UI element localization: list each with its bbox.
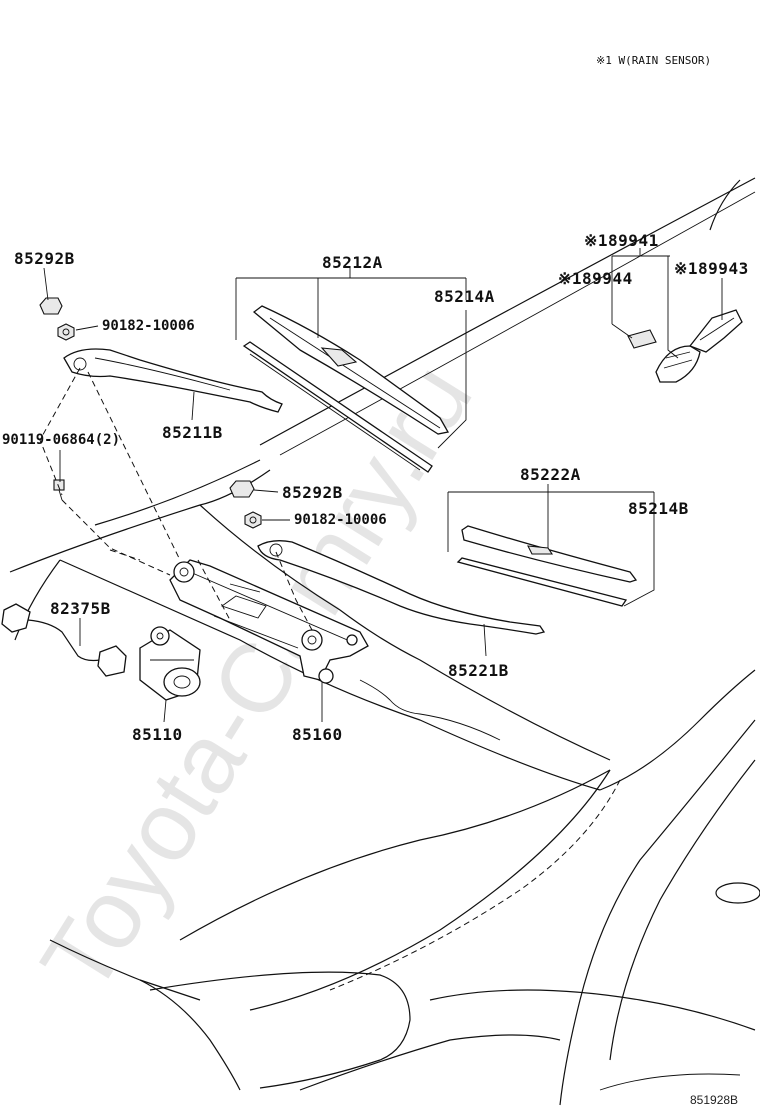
- wiper-blade-85222a: [461, 525, 638, 583]
- label-85292b-mid: 85292B: [282, 483, 343, 502]
- cap-85292b-mid: [229, 480, 255, 498]
- label-85211b: 85211B: [162, 423, 223, 442]
- rain-sensor-note: ※1 W(RAIN SENSOR): [596, 54, 711, 67]
- rain-sensor-89941: [655, 345, 701, 383]
- nut-90182-top: [57, 323, 75, 341]
- label-85212a: 85212A: [322, 253, 383, 272]
- label-85214b: 85214B: [628, 499, 689, 518]
- label-85221b: 85221B: [448, 661, 509, 680]
- label-90182-top: 90182-10006: [102, 318, 195, 334]
- wire-harness-82375b: [1, 603, 127, 677]
- label-89941: ※189941: [584, 231, 659, 250]
- assembly-dashed-lines: [39, 367, 313, 631]
- label-85222a: 85222A: [520, 465, 581, 484]
- wiper-link-85160: [169, 559, 369, 684]
- label-85110: 85110: [132, 725, 183, 744]
- leader-lines: [43, 248, 723, 723]
- label-85292b-top: 85292B: [14, 249, 75, 268]
- wiper-arm-right: [257, 540, 546, 635]
- wiper-refill-85214b: [456, 557, 628, 607]
- rain-sensor-bracket-89943: [688, 309, 743, 353]
- wiper-blade-85212a: [252, 305, 450, 435]
- label-89944: ※189944: [558, 269, 633, 288]
- label-85160: 85160: [292, 725, 343, 744]
- diagram-reference: 851928B: [690, 1093, 738, 1107]
- bolt-90119: [53, 479, 65, 501]
- label-85214a: 85214A: [434, 287, 495, 306]
- wiper-arm-left: [63, 348, 283, 413]
- label-90182-mid: 90182-10006: [294, 512, 387, 528]
- cap-85292b-top: [39, 297, 63, 315]
- nut-90182-mid: [244, 511, 262, 529]
- label-82375b: 82375B: [50, 599, 111, 618]
- label-89943: ※189943: [674, 259, 749, 278]
- wiper-refill-85214a: [242, 341, 433, 473]
- rain-sensor-cover-89944: [627, 329, 657, 349]
- car-body-outline: [9, 177, 760, 1106]
- label-90119: 90119-06864(2): [2, 432, 120, 448]
- wiper-motor-85110: [139, 626, 201, 701]
